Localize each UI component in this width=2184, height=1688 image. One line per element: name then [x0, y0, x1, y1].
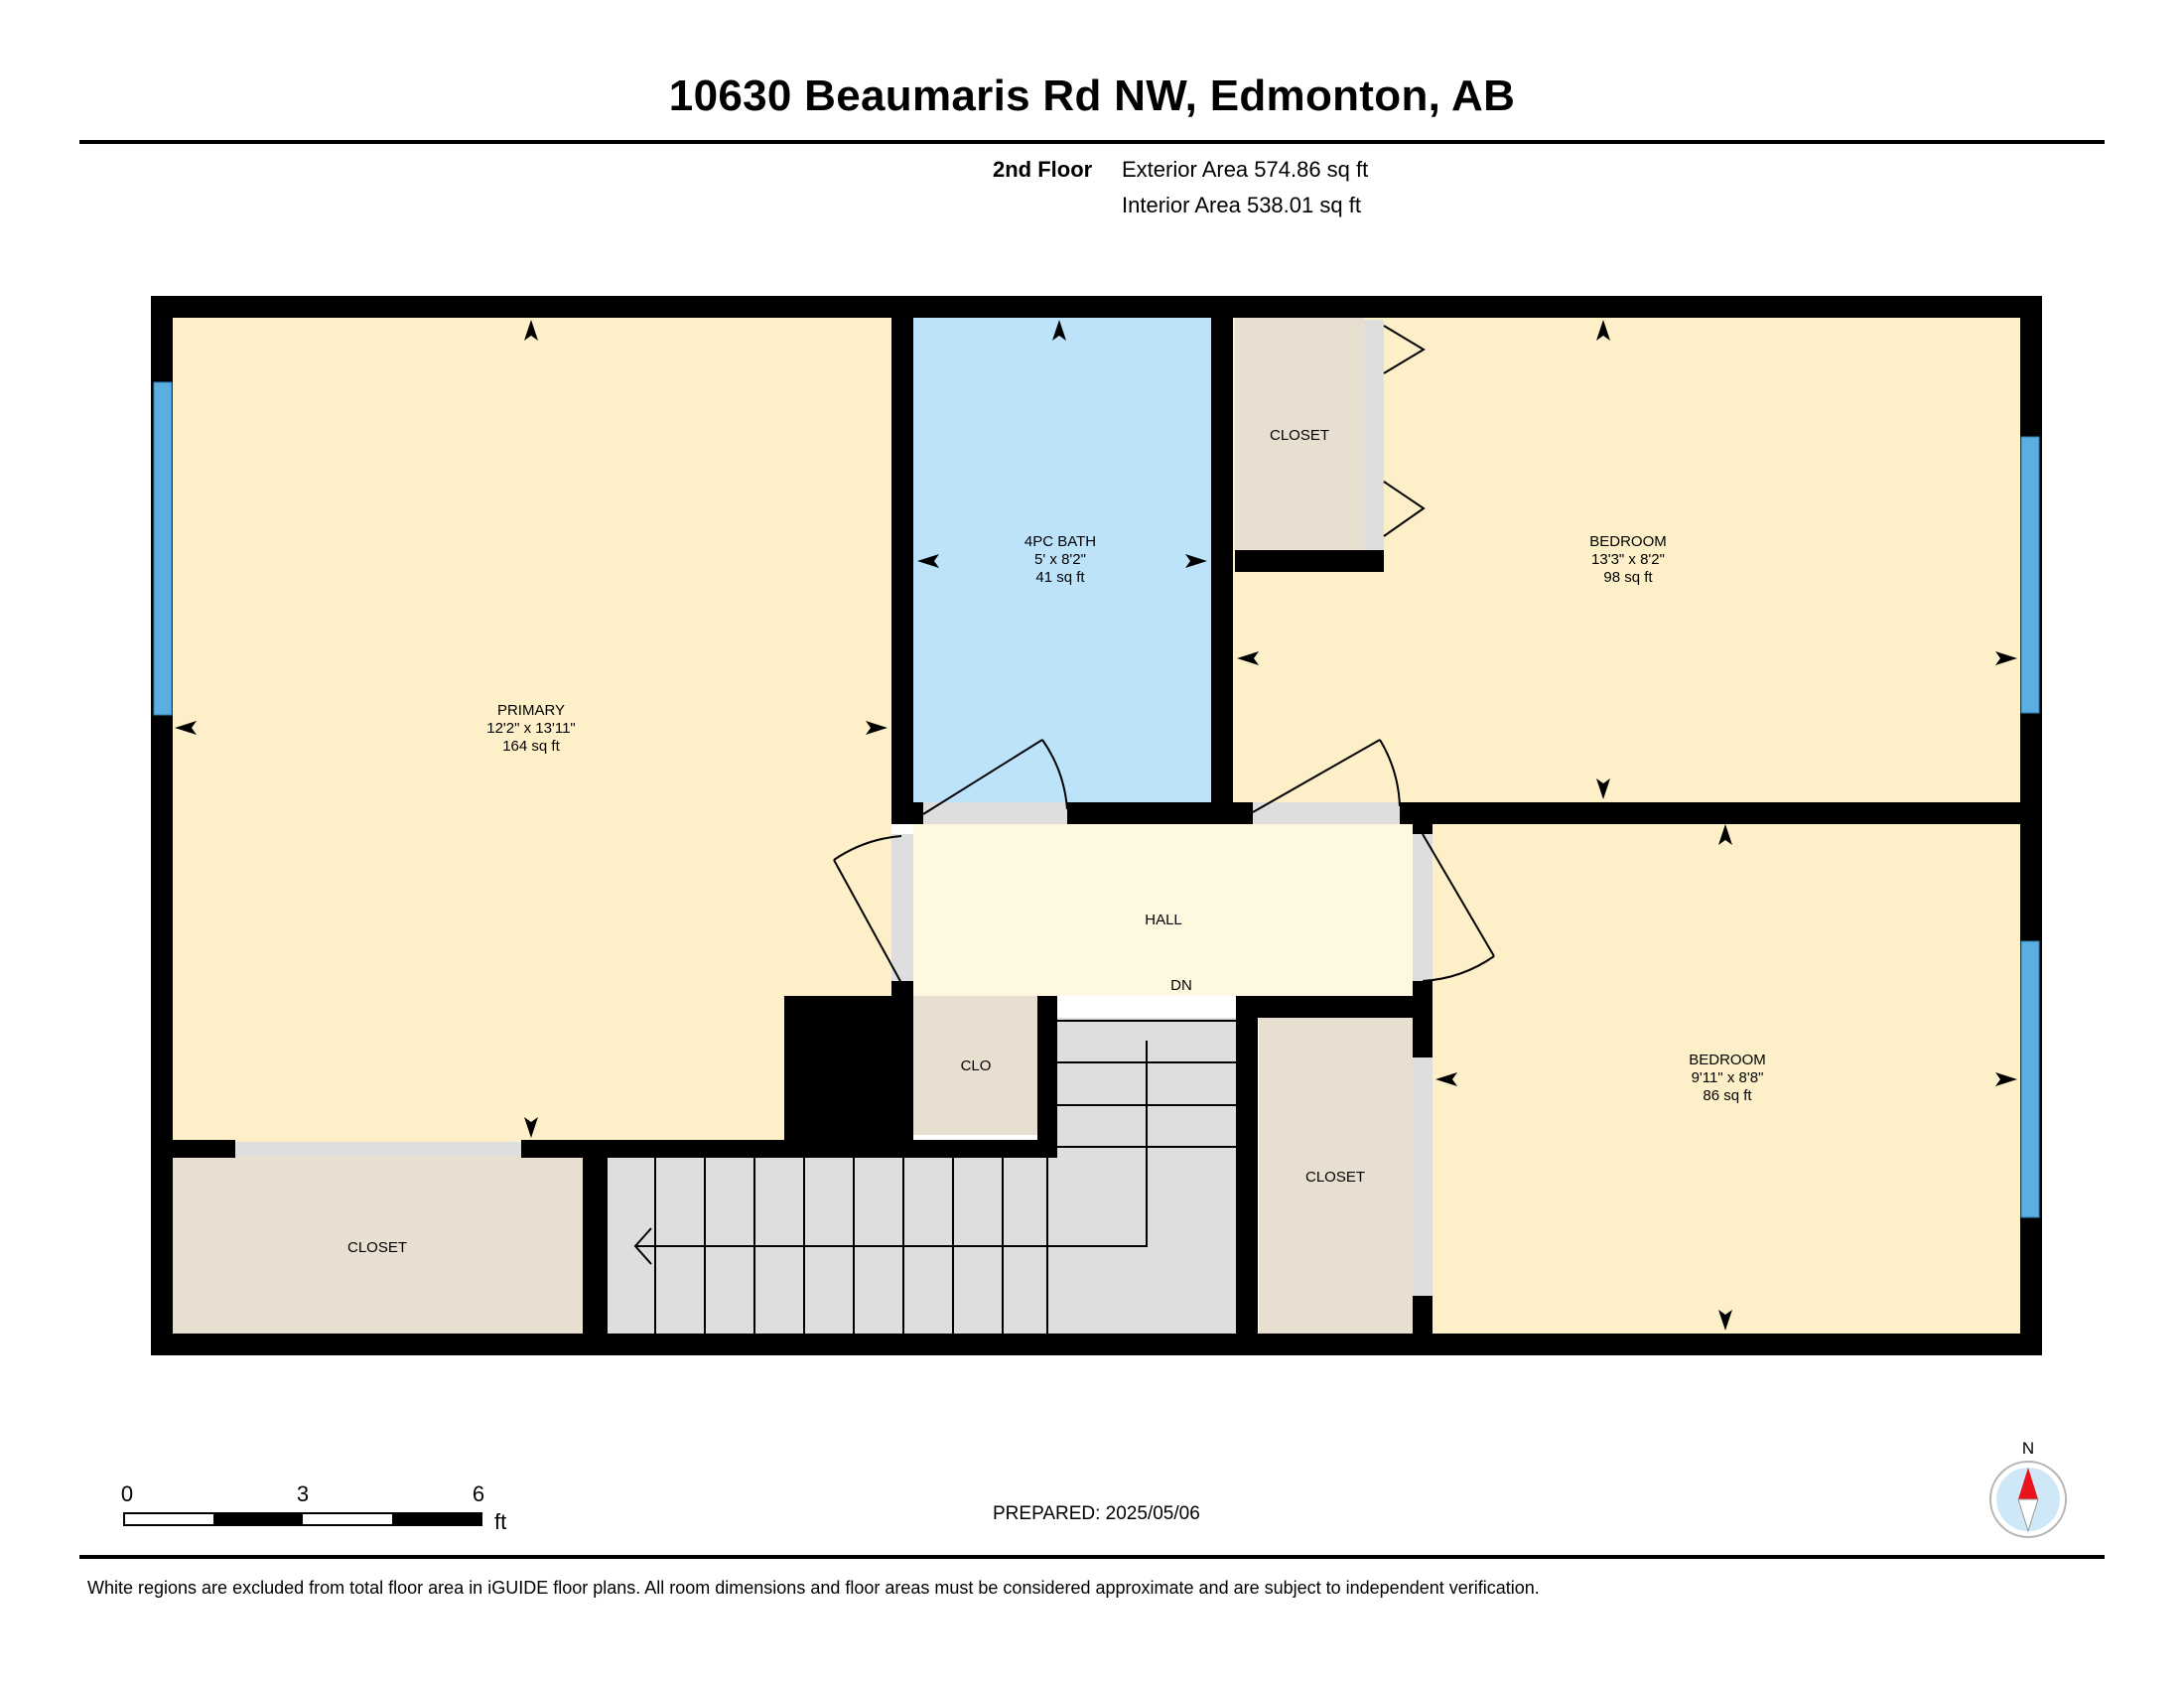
closet-primary-fill	[171, 1156, 583, 1335]
header-rule	[79, 140, 2105, 144]
page-title: 10630 Beaumaris Rd NW, Edmonton, AB	[668, 71, 1516, 120]
windows	[153, 381, 2040, 1218]
closet-hall-fill	[1259, 1018, 1413, 1336]
scale-tick-6: 6	[473, 1481, 484, 1506]
compass-icon: N	[1989, 1439, 2067, 1538]
scale-bar: 0 3 6 ft	[121, 1481, 506, 1534]
stairs-down-label: DN	[1170, 977, 1192, 994]
primary-area: 164 sq ft	[502, 738, 560, 755]
interior-area: Interior Area 538.01 sq ft	[1122, 193, 1361, 217]
room-primary-fill	[171, 316, 891, 1142]
bedroom2-area: 86 sq ft	[1703, 1087, 1752, 1104]
bedroom1-dims: 13'3" x 8'2"	[1591, 551, 1665, 568]
room-bedroom2-fill	[1432, 820, 2022, 1335]
dimension-arrows	[175, 320, 2017, 1331]
primary-name: PRIMARY	[497, 702, 565, 719]
clo-label: CLO	[961, 1057, 992, 1074]
room-bath-fill	[913, 316, 1211, 804]
footer-rule	[79, 1555, 2105, 1559]
closet-primary-label: CLOSET	[347, 1239, 407, 1256]
bath-area: 41 sq ft	[1035, 569, 1085, 586]
closet-hall-label: CLOSET	[1305, 1169, 1365, 1186]
clo-fill	[913, 996, 1037, 1135]
hall-label: HALL	[1145, 912, 1182, 928]
scale-tick-0: 0	[121, 1481, 133, 1506]
scale-tick-3: 3	[297, 1481, 309, 1506]
closet-top-label: CLOSET	[1270, 427, 1329, 444]
bedroom2-dims: 9'11" x 8'8"	[1692, 1069, 1764, 1086]
bath-name: 4PC BATH	[1024, 533, 1096, 550]
closet-top-fill	[1235, 316, 1364, 550]
bath-dims: 5' x 8'2"	[1034, 551, 1086, 568]
scale-unit: ft	[494, 1509, 506, 1534]
bedroom1-area: 98 sq ft	[1603, 569, 1653, 586]
stairs	[633, 1020, 1236, 1335]
prepared-date: PREPARED: 2025/05/06	[993, 1503, 1200, 1524]
hall-fill	[913, 822, 1413, 996]
floor-label: 2nd Floor	[993, 157, 1093, 182]
disclaimer: White regions are excluded from total fl…	[87, 1578, 1540, 1598]
door-swings	[833, 325, 1495, 984]
bedroom2-name: BEDROOM	[1689, 1052, 1766, 1068]
bedroom1-name: BEDROOM	[1589, 533, 1667, 550]
primary-dims: 12'2" x 13'11"	[486, 720, 576, 737]
exterior-area: Exterior Area 574.86 sq ft	[1122, 157, 1369, 182]
compass-label: N	[2022, 1439, 2034, 1458]
